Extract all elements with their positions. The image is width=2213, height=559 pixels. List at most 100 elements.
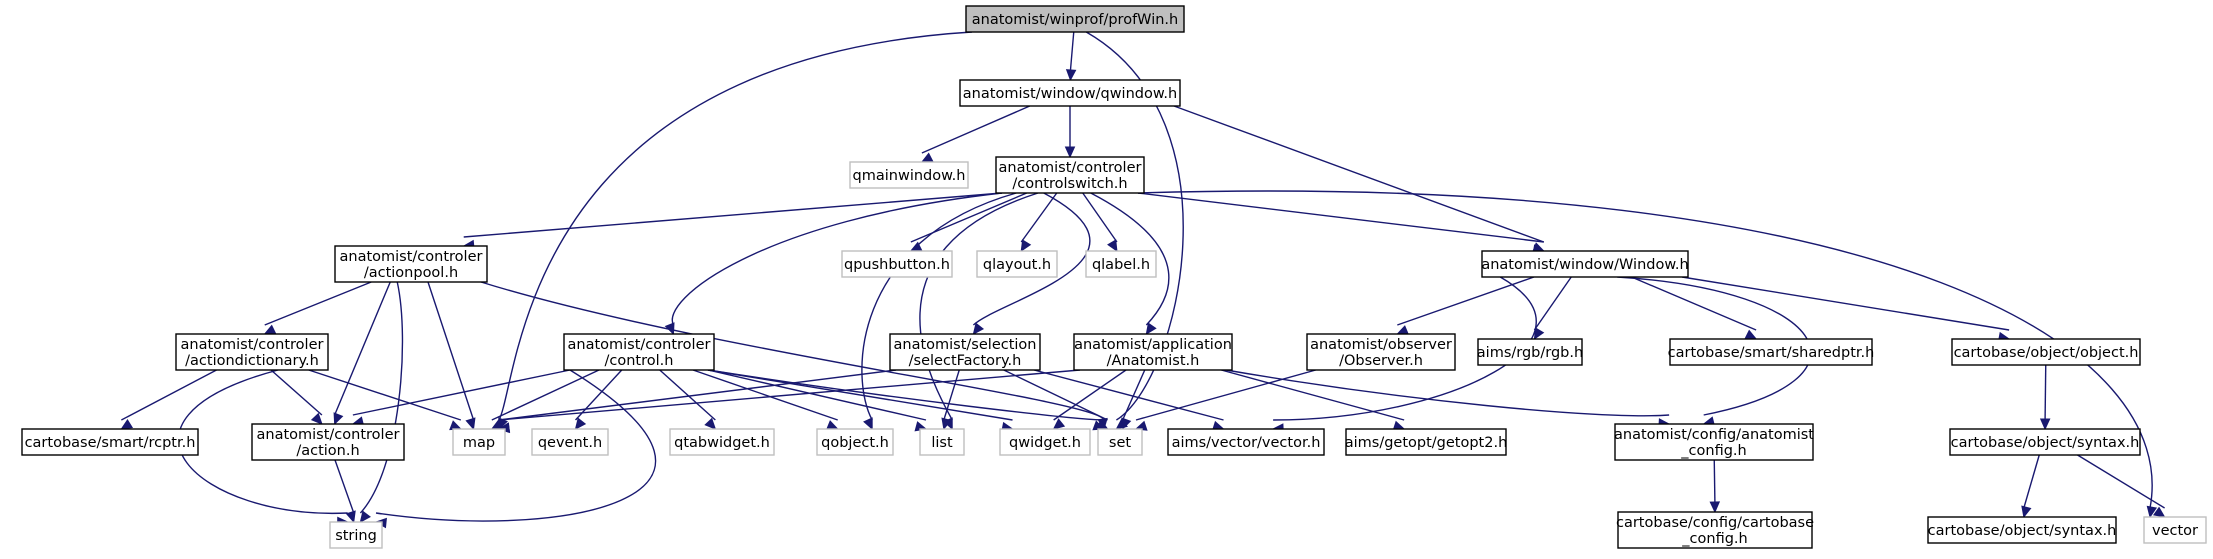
node-actiondictionary[interactable]: anatomist/controler/actiondictionary.h (175, 333, 329, 371)
node-profwin[interactable]: anatomist/winprof/profWin.h (965, 5, 1185, 33)
edge-actionpool-to-string (359, 281, 404, 523)
arrowhead (574, 417, 587, 430)
arrowhead (120, 418, 134, 430)
arrowhead (920, 152, 934, 163)
node-label: qobject.h (821, 435, 889, 451)
node-label: anatomist/controler (340, 249, 483, 265)
node-label: /actiondictionary.h (185, 353, 319, 369)
node-label: qmainwindow.h (853, 168, 966, 184)
node-label: qevent.h (538, 435, 602, 451)
edge-controlswitch-to-qobject (861, 192, 1017, 431)
arrowhead (1533, 327, 1545, 341)
node-label: cartobase/object/syntax.h (1951, 435, 2140, 451)
arrowhead (826, 420, 839, 430)
node-anatomist[interactable]: anatomist/application/Anatomist.h (1073, 333, 1233, 371)
edge-actionpool-to-map (427, 281, 476, 431)
edge-window-to-object (1681, 276, 2011, 343)
edge-actiondictionary-to-map (308, 369, 462, 431)
node-label: qwidget.h (1009, 435, 1081, 451)
node-label: _config.h (1681, 531, 1747, 547)
node-set: set (1097, 428, 1143, 456)
node-label: string (335, 528, 377, 544)
node-rcptr[interactable]: cartobase/smart/rcptr.h (21, 428, 199, 456)
arrowhead (2152, 506, 2166, 518)
node-sharedptr[interactable]: cartobase/smart/sharedptr.h (1668, 338, 1875, 366)
edge-controlswitch-to-selectfactory (972, 192, 1091, 335)
node-qmainwindow: qmainwindow.h (849, 161, 969, 189)
edge-control-to-set (707, 369, 1106, 431)
node-label: anatomist/controler (568, 337, 711, 353)
edge-selectfactory-to-list (941, 369, 960, 431)
node-label: cartobase/smart/sharedptr.h (1668, 345, 1875, 361)
node-label: aims/vector/vector.h (1172, 435, 1321, 451)
node-label: qlayout.h (983, 257, 1051, 273)
edge-control-to-string (374, 369, 656, 529)
arrowhead (333, 412, 344, 426)
node-label: anatomist/winprof/profWin.h (972, 12, 1178, 28)
node-label: /Anatomist.h (1107, 353, 1200, 369)
edge-controlswitch-to-actionpool (462, 192, 1003, 251)
edge-anatomist-to-qwidget (1052, 369, 1127, 430)
edge-controlswitch-to-control (664, 192, 1003, 336)
node-label: anatomist/observer (1310, 337, 1452, 353)
edge-window-to-rgb (1533, 276, 1572, 341)
node-getopt2[interactable]: aims/getopt/getopt2.h (1345, 428, 1508, 456)
node-label: anatomist/application (1074, 337, 1232, 353)
node-label: map (463, 435, 495, 451)
node-syntax-h[interactable]: cartobase/object/syntax.h (1949, 428, 2141, 456)
node-action[interactable]: anatomist/controler/action.h (251, 423, 405, 461)
edge-actiondictionary-to-rcptr (120, 369, 217, 430)
node-label: _config.h (1680, 443, 1746, 459)
node-label: cartobase/smart/rcptr.h (25, 435, 196, 451)
node-label: cartobase/config/cartobase (1616, 515, 1814, 531)
edge-actionpool-to-action (333, 281, 391, 426)
arrowhead (1107, 239, 1118, 253)
arrowhead (972, 322, 985, 335)
edge-controlswitch-to-qlayout (1020, 192, 1058, 253)
node-window[interactable]: anatomist/window/Window.h (1481, 250, 1689, 278)
node-vector-h[interactable]: aims/vector/vector.h (1167, 428, 1325, 456)
node-cartobase-config[interactable]: cartobase/config/cartobase_config.h (1616, 511, 1814, 549)
node-label: anatomist/controler (999, 160, 1142, 176)
arrowhead (1064, 146, 1076, 159)
node-label: cartobase/object/syntax.h (1928, 523, 2117, 539)
edge-qwindow-to-controlswitch (1064, 106, 1076, 159)
node-label: anatomist/controler (257, 427, 400, 443)
node-label: list (931, 435, 953, 451)
node-label: aims/rgb/rgb.h (1477, 345, 1583, 361)
node-rgb[interactable]: aims/rgb/rgb.h (1477, 338, 1583, 366)
node-qobject: qobject.h (816, 428, 894, 456)
node-label: anatomist/window/qwindow.h (963, 86, 1177, 102)
edge-control-to-qtabwidget (659, 369, 717, 430)
edge-controlswitch-to-anatomist (1090, 192, 1170, 336)
node-label: /action.h (296, 443, 359, 459)
edge-actiondictionary-to-action (270, 369, 323, 425)
node-selectfactory[interactable]: anatomist/selection/selectFactory.h (889, 333, 1041, 371)
arrowhead (941, 417, 952, 431)
node-actionpool[interactable]: anatomist/controler/actionpool.h (334, 245, 488, 283)
node-label: /actionpool.h (364, 265, 458, 281)
node-label: /controlswitch.h (1012, 176, 1127, 192)
edge-object-to-syntax_h (2039, 364, 2051, 431)
node-anatomist-config[interactable]: anatomist/config/anatomist_config.h (1614, 423, 1814, 461)
node-observer[interactable]: anatomist/observer/Observer.h (1306, 333, 1456, 371)
node-control[interactable]: anatomist/controler/control.h (563, 333, 715, 371)
node-map: map (452, 428, 506, 456)
edge-anatomist-to-set (1121, 369, 1146, 431)
edge-action-to-string (334, 459, 356, 524)
arrowhead (2021, 505, 2032, 519)
arrowhead (1052, 418, 1066, 430)
node-label: qtabwidget.h (674, 435, 770, 451)
edge-controlswitch-to-qlabel (1082, 192, 1118, 253)
arrowhead (345, 510, 356, 524)
node-qwidget: qwidget.h (999, 428, 1091, 456)
node-label: anatomist/window/Window.h (1481, 257, 1688, 273)
node-label: anatomist/config/anatomist (1614, 427, 1814, 443)
node-syntax2[interactable]: cartobase/object/syntax.h (1927, 516, 2117, 544)
node-qwindow[interactable]: anatomist/window/qwindow.h (959, 79, 1181, 107)
arrowhead (863, 417, 873, 431)
edge-anatomist-to-getopt2 (1221, 369, 1406, 431)
node-object[interactable]: cartobase/object/object.h (1951, 338, 2141, 366)
node-controlswitch[interactable]: anatomist/controler/controlswitch.h (995, 156, 1145, 194)
node-qlabel: qlabel.h (1085, 250, 1157, 278)
